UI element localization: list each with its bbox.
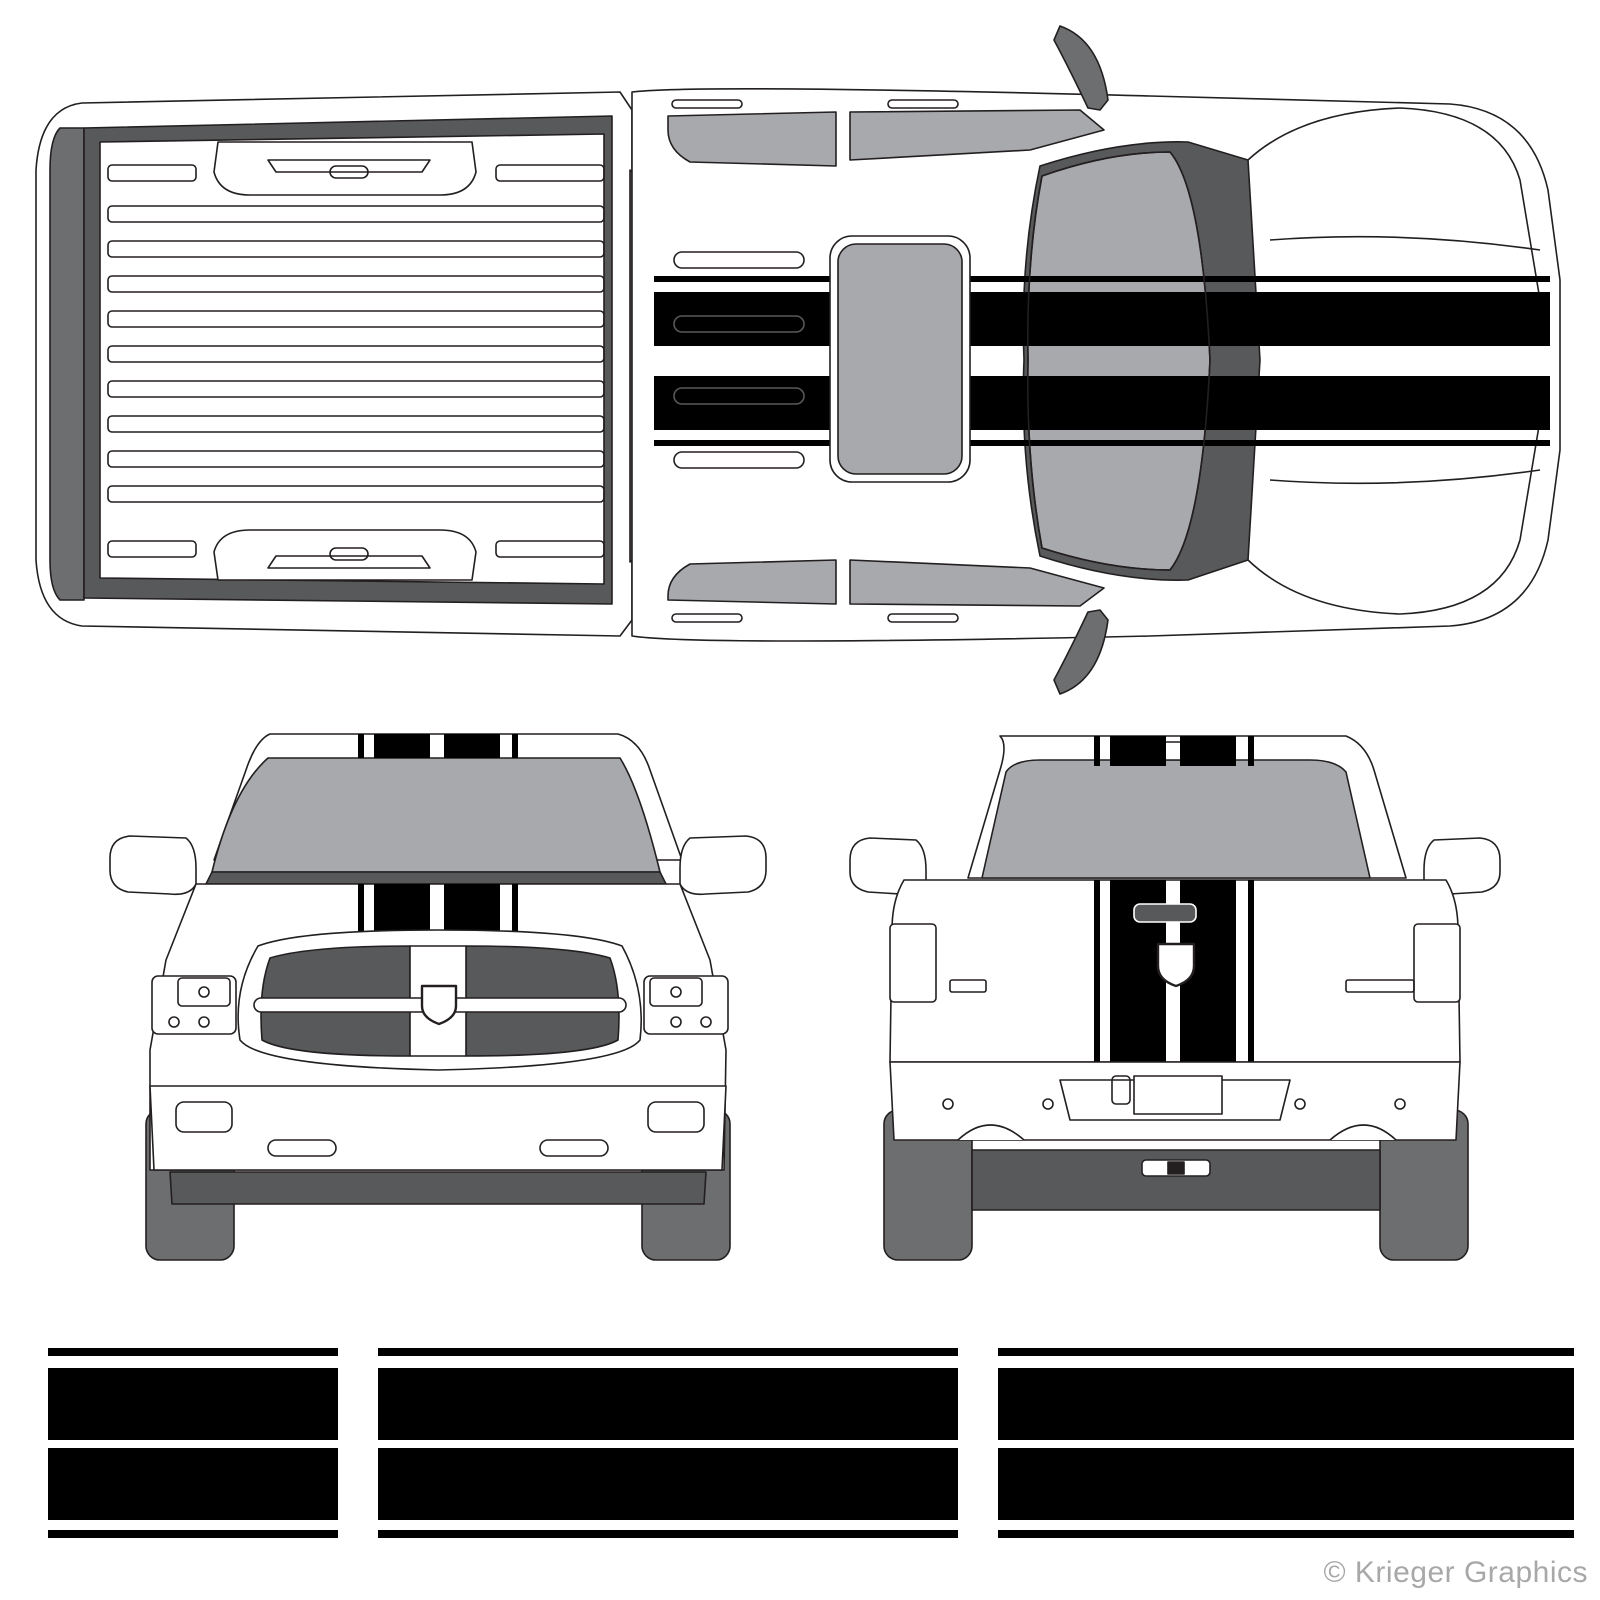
stripe-set-long: [378, 1348, 958, 1538]
stripe-set-medium: [998, 1348, 1574, 1538]
copyright-watermark: © Krieger Graphics: [1323, 1556, 1588, 1589]
stripe-set-short: [48, 1348, 338, 1538]
rear-view: [849, 735, 1501, 1261]
front-view: [109, 733, 767, 1261]
top-view: [35, 25, 1561, 695]
